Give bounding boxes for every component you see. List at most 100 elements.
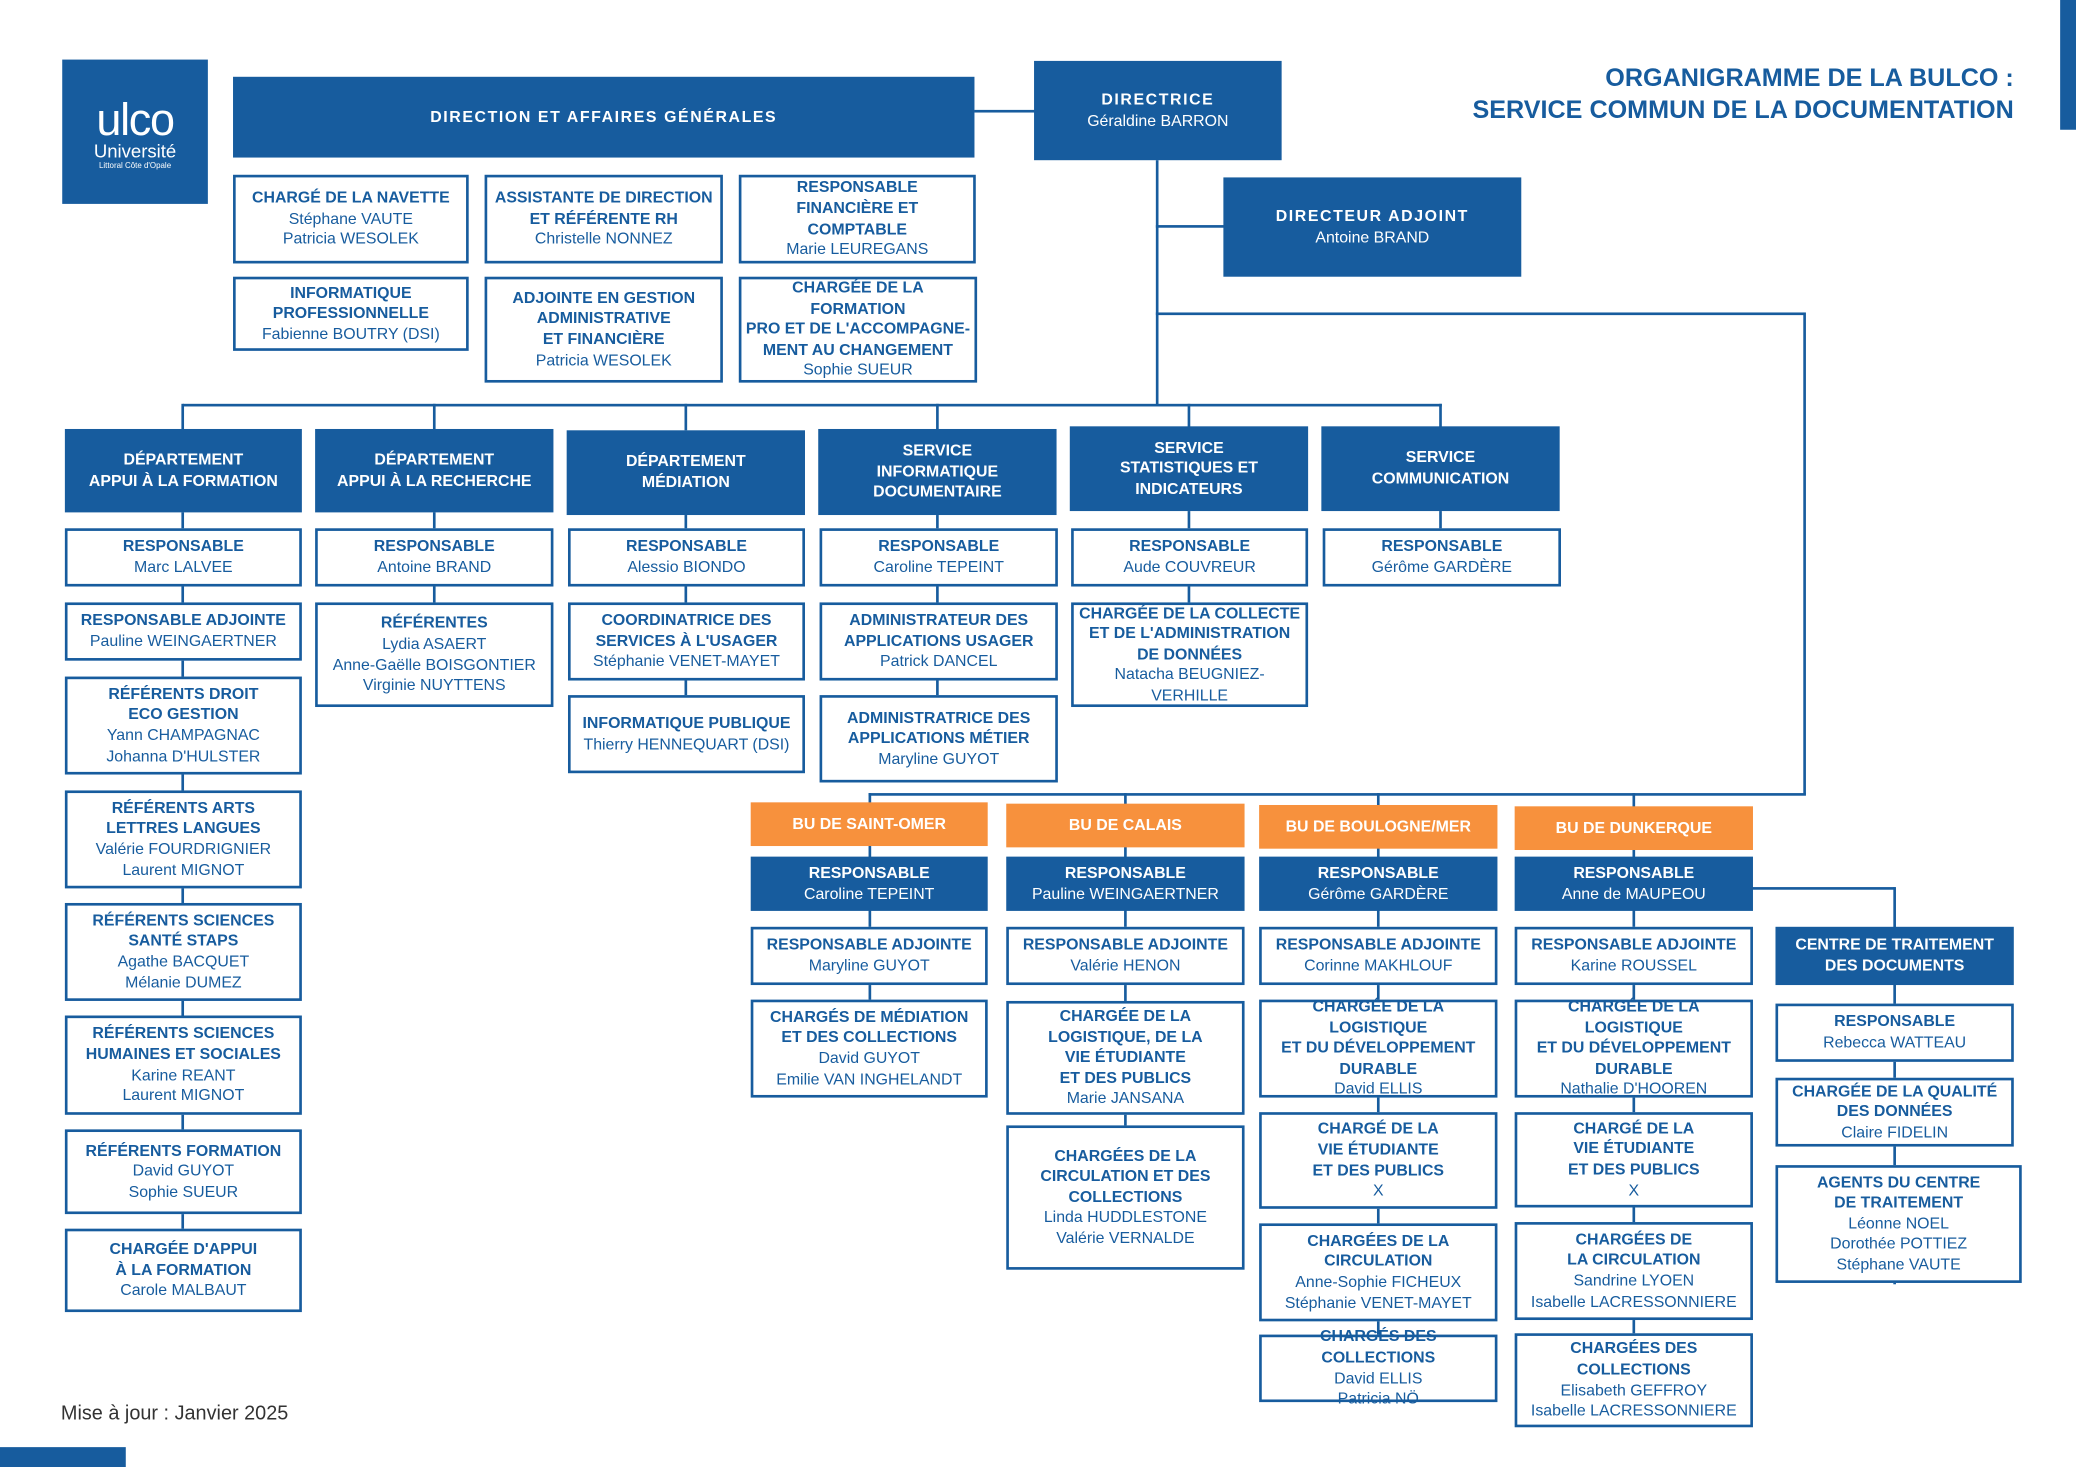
box-names: Natacha BEUGNIEZ-VERHILLE xyxy=(1114,665,1265,705)
ulco-logo: ulco Université Littoral Côte d'Opale xyxy=(62,59,208,204)
box-names: Valérie HENON xyxy=(1070,955,1181,975)
box-title: CHARGÉES DE LA CIRCULATION xyxy=(1307,1231,1450,1271)
box-names: Maryline GUYOT xyxy=(878,749,1000,768)
box-names: Léonne NOEL Dorothée POTTIEZ Stéphane VA… xyxy=(1830,1213,1968,1274)
staff-box: CHARGÉ DE LA VIE ÉTUDIANTE ET DES PUBLIC… xyxy=(1259,1112,1498,1209)
box-title: CHARGÉES DE LA CIRCULATION ET DES COLLEC… xyxy=(1040,1145,1211,1206)
box-title: RESPONSABLE xyxy=(1573,863,1695,882)
connector xyxy=(1155,312,1805,316)
page-title: ORGANIGRAMME DE LA BULCO : SERVICE COMMU… xyxy=(1472,64,2013,128)
box-names: Pauline WEINGAERTNER xyxy=(1031,883,1219,903)
staff-box: CHARGÉE DE LA LOGISTIQUE ET DU DÉVELOPPE… xyxy=(1514,996,1753,1099)
directeur-adjoint-name: Antoine BRAND xyxy=(1315,227,1430,246)
box-title: RESPONSABLE xyxy=(1834,1012,1956,1031)
header-label: SERVICE STATISTIQUES ET INDICATEURS xyxy=(1119,437,1258,498)
connector xyxy=(1803,312,1806,795)
box-title: INFORMATIQUE PUBLIQUE xyxy=(582,713,791,733)
department-header: DÉPARTEMENT APPUI À LA RECHERCHE xyxy=(315,428,554,513)
box-names: Aude COUVREUR xyxy=(1123,557,1256,576)
box-title: CHARGÉE DE LA LOGISTIQUE ET DU DÉVELOPPE… xyxy=(1536,996,1731,1078)
connector xyxy=(936,403,939,431)
box-names: Antoine BRAND xyxy=(377,557,492,576)
box-title: CHARGÉES DES COLLECTIONS xyxy=(1570,1338,1698,1379)
directrice-box: DIRECTRICE Géraldine BARRON xyxy=(1034,60,1282,161)
box-names: Christelle NONNEZ xyxy=(534,229,673,248)
box-title: RESPONSABLE ADJOINTE xyxy=(1275,935,1481,954)
box-names: Thierry HENNEQUART (DSI) xyxy=(583,734,790,753)
box-names: Nathalie D'HOOREN xyxy=(1560,1079,1708,1099)
connector xyxy=(868,793,872,1058)
box-names: Anne-Sophie FICHEUX Stéphanie VENET-MAYE… xyxy=(1284,1272,1472,1312)
bu-header: BU DE BOULOGNE/MER xyxy=(1259,804,1498,849)
box-names: Claire FIDELIN xyxy=(1841,1122,1949,1142)
department-header: DÉPARTEMENT APPUI À LA FORMATION xyxy=(64,428,302,513)
connector xyxy=(432,403,436,431)
side-decoration xyxy=(2060,0,2076,130)
box-names: Lydia ASAERT Anne-Gaëlle BOISGONTIER Vir… xyxy=(332,634,536,694)
bu-header: BU DE CALAIS xyxy=(1006,803,1245,848)
box-names: Marie LEUREGANS xyxy=(786,239,929,259)
connector xyxy=(182,403,1442,407)
box-title: INFORMATIQUE PROFESSIONNELLE xyxy=(272,282,429,323)
box-title: RESPONSABLE xyxy=(1064,863,1186,882)
box-names: Pauline WEINGAERTNER xyxy=(89,631,277,651)
department-header: SERVICE STATISTIQUES ET INDICATEURS xyxy=(1069,426,1309,512)
connector xyxy=(432,512,436,685)
bu-name: BU DE SAINT-OMER xyxy=(792,813,946,833)
box-names: Gérôme GARDÈRE xyxy=(1308,883,1449,903)
box-title: CHARGÉE D'APPUI À LA FORMATION xyxy=(109,1239,258,1279)
box-title: AGENTS DU CENTRE DE TRAITEMENT xyxy=(1816,1172,1981,1212)
footer-decoration xyxy=(0,1447,126,1467)
title-line-1: ORGANIGRAMME DE LA BULCO : xyxy=(1605,64,2014,93)
box-title: CHARGÉE DE LA LOGISTIQUE, DE LA VIE ÉTUD… xyxy=(1048,1006,1203,1087)
box-names: Patrick DANCEL xyxy=(880,651,998,671)
header-label: SERVICE COMMUNICATION xyxy=(1371,448,1510,488)
box-names: Stéphane VAUTE Patricia WESOLEK xyxy=(282,208,419,248)
connector xyxy=(1187,403,1191,431)
box-names: Valérie FOURDRIGNIER Laurent MIGNOT xyxy=(95,839,272,879)
bu-header: BU DE SAINT-OMER xyxy=(750,802,988,847)
box-title: CHARGÉ DE LA VIE ÉTUDIANTE ET DES PUBLIC… xyxy=(1568,1118,1700,1179)
staff-box: CHARGÉE DE LA LOGISTIQUE, DE LA VIE ÉTUD… xyxy=(1006,1000,1245,1115)
box-names: X xyxy=(1628,1180,1640,1200)
box-names: Marc LALVEE xyxy=(134,557,233,576)
connector xyxy=(181,403,185,431)
staff-box: CHARGÉE DE LA LOGISTIQUE ET DU DÉVELOPPE… xyxy=(1259,997,1498,1099)
traitement-header: CENTRE DE TRAITEMENT DES DOCUMENTS xyxy=(1775,926,2014,986)
box-title: RESPONSABLE xyxy=(1129,536,1251,556)
box-title: RESPONSABLE xyxy=(1381,536,1503,556)
box-title: ADMINISTRATRICE DES APPLICATIONS MÉTIER xyxy=(847,707,1031,748)
connector xyxy=(1439,403,1442,431)
direction-general-label: DIRECTION ET AFFAIRES GÉNÉRALES xyxy=(430,106,778,126)
header-label: SERVICE INFORMATIQUE DOCUMENTAIRE xyxy=(873,441,1002,501)
box-title: ADMINISTRATEUR DES APPLICATIONS USAGER xyxy=(843,610,1034,650)
header-label: DÉPARTEMENT MÉDIATION xyxy=(625,452,746,492)
box-names: Carole MALBAUT xyxy=(120,1280,247,1300)
box-names: David ELLIS xyxy=(1334,1079,1423,1099)
update-date: Mise à jour : Janvier 2025 xyxy=(60,1402,289,1425)
box-title: RESPONSABLE xyxy=(878,536,1000,556)
box-names: David ELLIS Patricia NÖ xyxy=(1334,1368,1423,1408)
box-title: RESPONSABLE xyxy=(808,863,930,882)
box-title: RÉFÉRENTS FORMATION xyxy=(85,1140,282,1160)
box-title: CHARGÉ DE LA NAVETTE xyxy=(251,188,450,207)
logo-tagline: Littoral Côte d'Opale xyxy=(98,162,172,171)
